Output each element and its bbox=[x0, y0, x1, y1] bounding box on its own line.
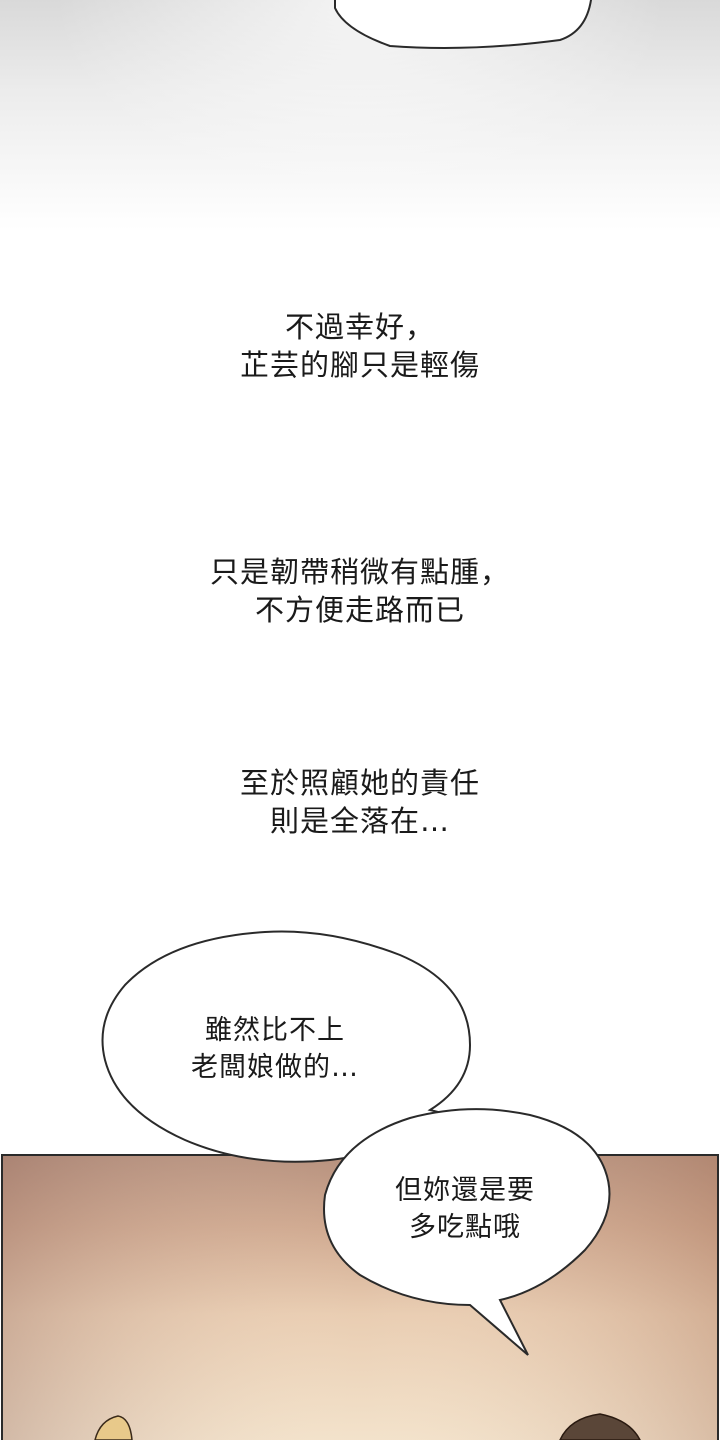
top-bubble-fragment bbox=[334, 0, 592, 49]
narration-3-line-1: 至於照顧她的責任 bbox=[239, 766, 480, 800]
character-hair-left bbox=[94, 1415, 133, 1440]
narration-2-line-1: 只是韌帶稍微有點腫， bbox=[209, 555, 510, 589]
bubble-2-line-2: 多吃點哦 bbox=[409, 1212, 521, 1243]
narration-2-line-2: 不方便走路而已 bbox=[254, 593, 465, 627]
speech-bubble-2-text: 但妳還是要 多吃點哦 bbox=[350, 1172, 580, 1246]
narration-caption-2: 只是韌帶稍微有點腫， 不方便走路而已 bbox=[0, 553, 720, 629]
top-fade-highlight bbox=[0, 0, 720, 230]
speech-bubble-1 bbox=[101, 930, 472, 1163]
narration-1-line-2: 芷芸的腳只是輕傷 bbox=[239, 348, 480, 382]
speech-bubble-1-text: 雖然比不上 老闆娘做的… bbox=[150, 1012, 400, 1086]
narration-caption-3: 至於照顧她的責任 則是全落在… bbox=[0, 764, 720, 840]
bubble-1-line-1: 雖然比不上 bbox=[205, 1015, 345, 1046]
character-hair-right bbox=[559, 1413, 641, 1440]
narration-caption-1: 不過幸好， 芷芸的腳只是輕傷 bbox=[0, 308, 720, 384]
narration-3-line-2: 則是全落在… bbox=[269, 804, 450, 838]
narration-1-line-1: 不過幸好， bbox=[284, 310, 435, 344]
bubble-1-line-2: 老闆娘做的… bbox=[191, 1052, 359, 1083]
speech-bubble-2 bbox=[323, 1108, 611, 1356]
bubble-2-line-1: 但妳還是要 bbox=[395, 1175, 535, 1206]
